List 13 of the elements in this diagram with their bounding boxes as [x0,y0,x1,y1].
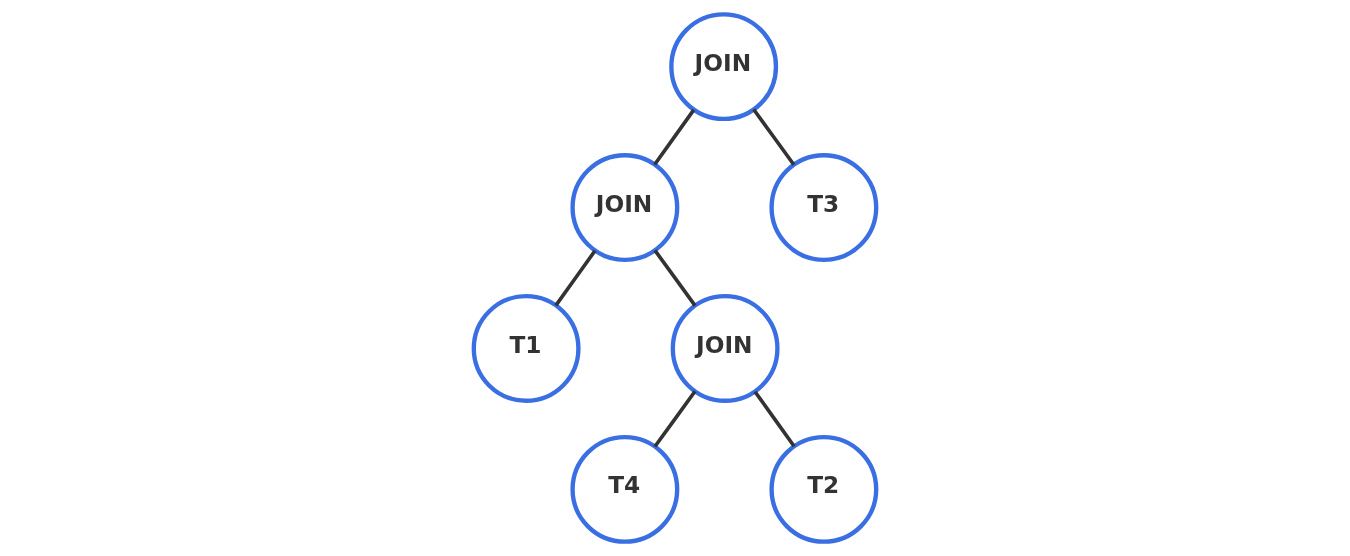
connector [753,390,796,448]
node-circle: JOIN [570,153,680,262]
connector [752,108,796,166]
node-circle: T1 [471,294,581,403]
node-circle: T3 [769,153,879,262]
node-circle: T4 [570,434,680,544]
connector [554,249,597,307]
connector [653,249,697,307]
node-circle: T2 [769,434,879,544]
node-circle: JOIN [670,294,780,403]
connector [653,390,697,448]
node-circle: JOIN [669,12,779,122]
connector [653,108,696,166]
